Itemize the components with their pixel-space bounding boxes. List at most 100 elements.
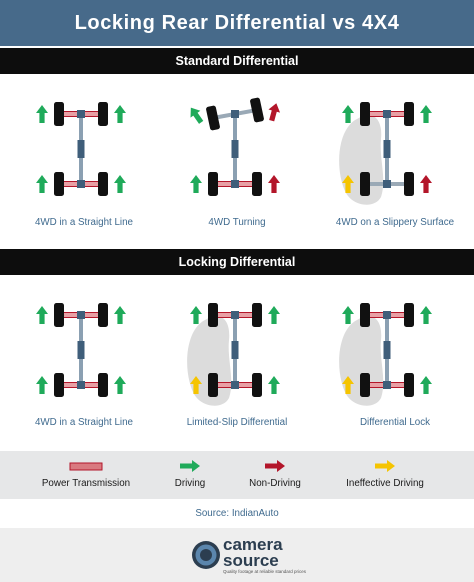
center-differential [231,341,239,359]
tire [208,303,218,327]
center-differential [231,140,239,158]
standard-differential-diagrams [36,97,432,205]
rear-left-arrow-icon [36,175,48,193]
tire [98,373,108,397]
vehicle-diagram [36,102,126,196]
non-driving-arrow-icon [265,460,285,472]
caption-locking-limited-slip: Limited-Slip Differential [186,417,288,428]
legend-symbols [69,460,395,472]
caption-standard-slippery: 4WD on a Slippery Surface [335,217,455,228]
tire [252,303,262,327]
vehicle-diagram [339,102,432,205]
rear-differential [231,381,239,389]
front-right-arrow-icon [114,105,126,123]
front-right-arrow-icon [420,306,432,324]
vehicle-diagram [190,97,281,196]
front-left-arrow-icon [36,306,48,324]
vehicle-diagram [36,303,126,397]
rear-right-arrow-icon [268,376,280,394]
tire [208,373,218,397]
section-header-standard: Standard Differential [0,48,474,74]
rear-differential [231,180,239,188]
tire [54,102,64,126]
center-differential [383,140,391,158]
section-header-locking: Locking Differential [0,249,474,275]
rear-left-arrow-icon [190,175,202,193]
rear-left-arrow-icon [190,376,202,394]
front-differential [383,311,391,319]
center-differential [383,341,391,359]
rear-differential [383,180,391,188]
front-differential [231,311,239,319]
front-differential [231,110,239,118]
front-right-arrow-icon [114,306,126,324]
rear-left-arrow-icon [342,175,354,193]
tire [360,373,370,397]
logo-line-1: camera [223,535,283,554]
caption-locking-straight: 4WD in a Straight Line [34,417,134,428]
center-differential [77,140,85,158]
tire [360,172,370,196]
power-transmission-swatch [69,462,103,471]
front-right-arrow-icon [268,103,281,122]
tire [360,102,370,126]
tire [98,303,108,327]
front-left-arrow-icon [342,306,354,324]
rear-right-arrow-icon [114,175,126,193]
footer [0,528,474,582]
rear-differential [383,381,391,389]
tire [54,373,64,397]
front-left-arrow-icon [190,107,204,124]
caption-locking-diff-lock: Differential Lock [359,417,431,428]
front-differential [77,110,85,118]
logo-mark [192,541,220,569]
rear-left-arrow-icon [342,376,354,394]
front-left-arrow-icon [190,306,202,324]
rear-right-arrow-icon [114,376,126,394]
front-left-arrow-icon [342,105,354,123]
tire [208,172,218,196]
tire [404,373,414,397]
tire [404,102,414,126]
front-differential [77,311,85,319]
front-right-arrow-icon [420,105,432,123]
tire [250,97,264,123]
legend-power-transmission-label: Power Transmission [41,478,131,489]
tire [54,172,64,196]
legend-driving-label: Driving [174,478,206,489]
tire [252,373,262,397]
tire [404,303,414,327]
legend [0,451,474,499]
driving-arrow-icon [180,460,200,472]
legend-non-driving-label: Non-Driving [249,478,301,489]
tire [252,172,262,196]
tire [404,172,414,196]
rear-right-arrow-icon [420,175,432,193]
front-left-arrow-icon [36,105,48,123]
page-title: Locking Rear Differential vs 4X4 [74,11,400,34]
legend-ineffective-driving-label: Ineffective Driving [346,478,424,489]
rear-right-arrow-icon [420,376,432,394]
logo-line-2: source [223,551,279,570]
section-title: Standard Differential [175,54,299,68]
source-credit: Source: IndianAuto [195,508,279,519]
tire [54,303,64,327]
locking-differential-diagrams [36,303,432,406]
tire [360,303,370,327]
tire [98,172,108,196]
rear-differential [77,180,85,188]
logo-wordmark: camera source [223,535,283,570]
caption-standard-straight: 4WD in a Straight Line [34,217,134,228]
ineffective-driving-arrow-icon [375,460,395,472]
center-differential [77,341,85,359]
section-title: Locking Differential [178,255,296,269]
title-bar: Locking Rear Differential vs 4X4 [0,0,474,46]
front-differential [383,110,391,118]
rear-right-arrow-icon [268,175,280,193]
caption-standard-turning: 4WD Turning [208,217,266,228]
logo-tagline: Quality footage at reliable standard pri… [223,569,307,574]
rear-differential [77,381,85,389]
front-right-arrow-icon [268,306,280,324]
vehicle-diagram [339,303,432,406]
